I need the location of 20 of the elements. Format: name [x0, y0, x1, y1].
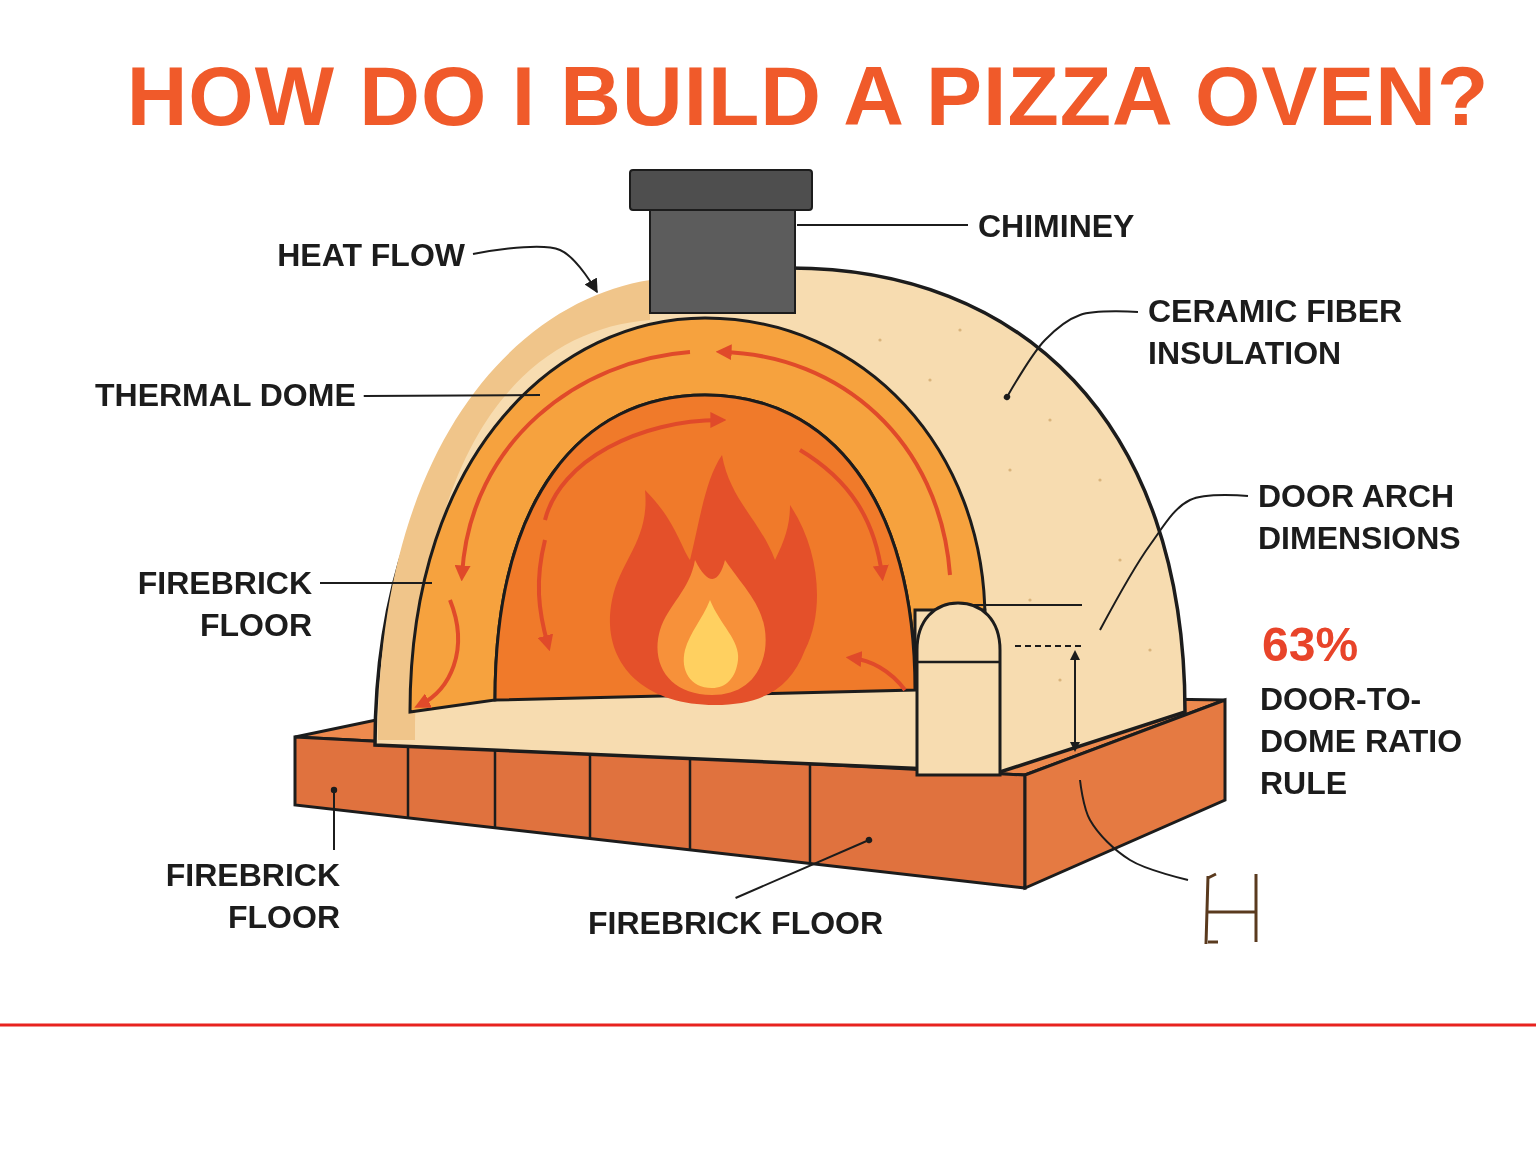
callout-label: CHIMINEY: [978, 205, 1135, 247]
leader-line: [1079, 779, 1189, 881]
callout-label: FIREBRICK FLOOR: [140, 854, 340, 938]
arrow: [472, 245, 598, 294]
callout-label: FIREBRICK FLOOR: [112, 562, 312, 646]
callout-label: THERMAL DOME: [95, 374, 356, 416]
title: HOW DO I BUILD A PIZZA OVEN?: [125, 48, 1491, 145]
note-text: DOOR-TO-DOME RATIO RULE: [1260, 680, 1464, 803]
callout-label: CERAMIC FIBER INSULATION: [1148, 290, 1438, 374]
leader-line: [734, 836, 873, 899]
ratio-value: 63%: [1262, 618, 1359, 672]
leader-line: [362, 394, 541, 397]
callout-label: HEAT FLOW: [277, 234, 465, 276]
callout-label: FIREBRICK FLOOR: [588, 902, 884, 944]
leader-line: [330, 786, 338, 851]
callout-label: DOOR ARCH DIMENSIONS: [1258, 475, 1493, 559]
leader-line: [796, 224, 969, 226]
leader-line: [1003, 310, 1139, 401]
leader-line: [319, 582, 433, 584]
leader-line: [1099, 494, 1249, 631]
